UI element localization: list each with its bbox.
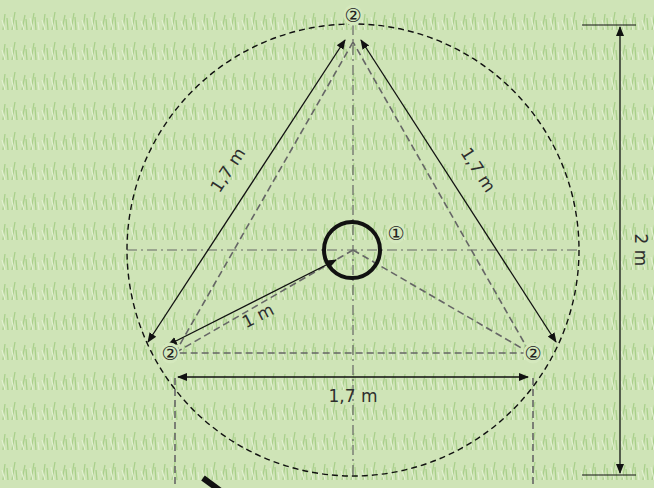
dimension-label: 1,7 m (329, 387, 378, 406)
callout-number: ① (386, 223, 405, 244)
dimension-label: 2 m (632, 234, 651, 267)
callout-number: ② (343, 5, 362, 26)
callout-number: ② (523, 343, 542, 364)
callout-number: ② (160, 343, 179, 364)
